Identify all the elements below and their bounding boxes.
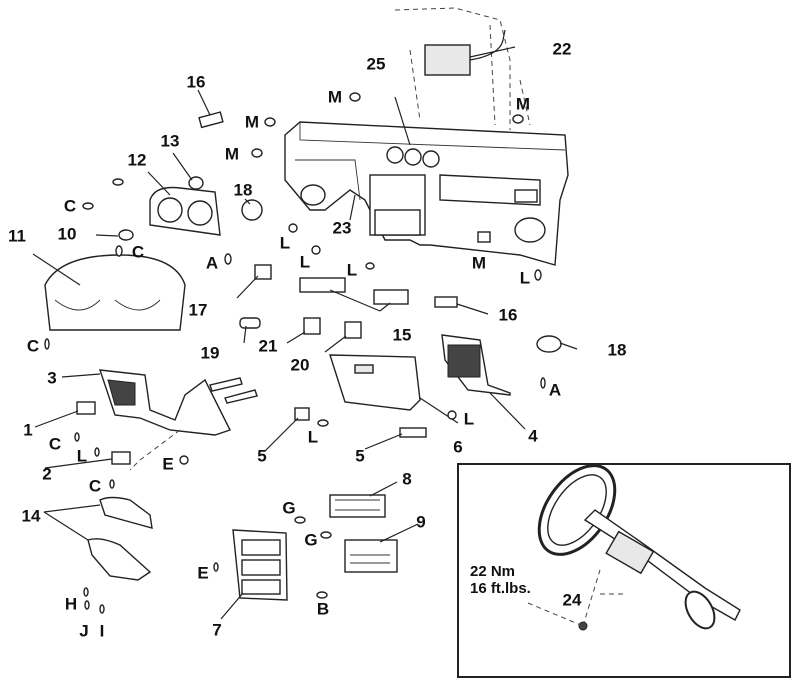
- fastener-label-b: B: [316, 599, 330, 619]
- part-8-module: [329, 494, 386, 518]
- fastener-label-e: E: [197, 563, 209, 583]
- steering-column-inset: [457, 463, 791, 678]
- connector-upper: [209, 377, 243, 392]
- part-20: [344, 321, 362, 339]
- callout-24: 24: [562, 590, 582, 610]
- part-16-upper: [198, 111, 224, 129]
- fastener-label-l: L: [307, 427, 319, 447]
- connector-lower: [224, 389, 258, 404]
- fastener-label-c: C: [63, 196, 77, 216]
- callout-18: 18: [233, 180, 253, 200]
- fastener-label-j: J: [79, 621, 89, 641]
- fastener-label-l: L: [519, 268, 531, 288]
- part-7-center-panel: [232, 529, 288, 601]
- fastener-label-a: A: [205, 253, 219, 273]
- part-11-cluster-hood: [44, 254, 186, 331]
- dashboard-panel: [284, 121, 569, 266]
- fastener-label-a: A: [548, 380, 562, 400]
- fastener-symbols: [44, 92, 546, 614]
- callout-6: 6: [453, 437, 463, 457]
- fastener-label-l: L: [299, 252, 311, 272]
- callout-16-right: 16: [498, 305, 518, 325]
- steering-column-illustration: [527, 464, 741, 631]
- part-17: [254, 264, 272, 280]
- part-4-side-panel: [441, 334, 511, 396]
- fastener-label-m: M: [327, 87, 343, 107]
- callout-11: 11: [8, 226, 26, 246]
- callout-5-left: 5: [257, 446, 267, 466]
- fastener-label-g: G: [304, 530, 318, 550]
- callout-2: 2: [42, 464, 52, 484]
- part-12-instrument-cluster: [149, 186, 221, 236]
- callout-23: 23: [332, 218, 352, 238]
- callout-18-right: 18: [607, 340, 627, 360]
- callout-14: 14: [21, 506, 41, 526]
- part-16-right: [434, 296, 458, 308]
- callout-8: 8: [402, 469, 412, 489]
- fastener-label-i: I: [99, 621, 105, 641]
- fastener-label-c: C: [88, 476, 102, 496]
- part-6-glovebox: [329, 354, 421, 411]
- part-21: [303, 317, 321, 335]
- callout-19: 19: [200, 343, 220, 363]
- part-18-left: [241, 199, 263, 221]
- part-10: [118, 229, 134, 241]
- torque-nm: 22 Nm: [470, 563, 516, 580]
- part-9-radio: [344, 539, 398, 573]
- callout-17: 17: [188, 300, 208, 320]
- torque-ftlbs: 16 ft.lbs.: [470, 579, 531, 597]
- callout-9: 9: [416, 512, 426, 532]
- callout-4: 4: [528, 426, 538, 446]
- part-13: [188, 176, 204, 190]
- fastener-label-m: M: [224, 144, 240, 164]
- fastener-label-l: L: [279, 233, 291, 253]
- part-18-right: [536, 335, 562, 353]
- callout-25: 25: [366, 54, 386, 74]
- fastener-label-l: L: [346, 260, 358, 280]
- callout-13: 13: [160, 131, 180, 151]
- fastener-label-e: E: [162, 454, 174, 474]
- callout-22: 22: [552, 39, 572, 59]
- callout-12: 12: [127, 150, 147, 170]
- part-5-right: [399, 427, 427, 438]
- callout-5-right: 5: [355, 446, 365, 466]
- fastener-label-c: C: [48, 434, 62, 454]
- fastener-label-m: M: [471, 253, 487, 273]
- fastener-label-m: M: [515, 94, 531, 114]
- part-15-left: [299, 277, 346, 293]
- fastener-label-g: G: [282, 498, 296, 518]
- part-1: [76, 401, 96, 415]
- callout-3: 3: [47, 368, 57, 388]
- callout-15: 15: [392, 325, 412, 345]
- leader-lines: [32, 46, 578, 620]
- part-15-right: [373, 289, 409, 305]
- cowl-outline: [394, 7, 531, 130]
- callout-10: 10: [57, 224, 77, 244]
- part-3-lower-panel: [98, 369, 231, 436]
- fastener-label-h: H: [64, 594, 78, 614]
- fastener-label-m: M: [244, 112, 260, 132]
- fastener-label-l: L: [76, 446, 88, 466]
- fastener-label-c: C: [131, 242, 145, 262]
- vent-22-grille: [424, 44, 471, 76]
- fastener-label-l: L: [463, 409, 475, 429]
- callout-21: 21: [258, 336, 278, 356]
- part-5-left: [294, 407, 310, 421]
- part-2: [111, 451, 131, 465]
- small-parts: [76, 111, 562, 465]
- torque-spec: 22 Nm 16 ft.lbs.: [470, 563, 531, 597]
- callout-1: 1: [23, 420, 33, 440]
- part-14-column-covers: [87, 496, 153, 581]
- fastener-label-c: C: [26, 336, 40, 356]
- part-19: [239, 317, 261, 329]
- callout-7: 7: [212, 620, 222, 640]
- callout-20: 20: [290, 355, 310, 375]
- callout-16: 16: [186, 72, 206, 92]
